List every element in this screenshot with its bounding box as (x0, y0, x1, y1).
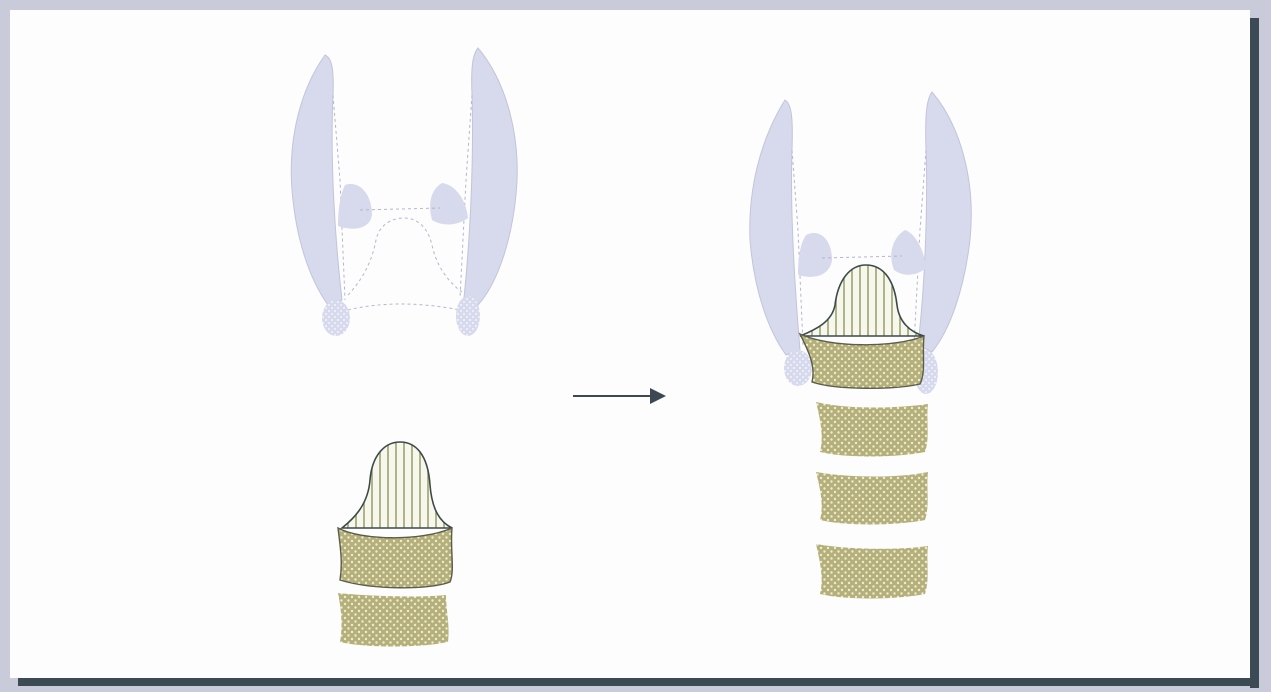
tracheal-flap-before (342, 442, 452, 528)
arytenoid-right (430, 183, 468, 224)
right-arrow-icon (573, 388, 666, 404)
tracheal-ring-after-2 (816, 402, 928, 457)
thyroid-lamina-right (464, 48, 517, 305)
tracheal-ring-before-2 (338, 593, 449, 647)
tracheal-ring-after-1 (800, 334, 924, 388)
inferior-horn-left (322, 300, 350, 336)
inferior-horn-right (456, 296, 480, 336)
tracheal-ring-before-1 (338, 528, 452, 588)
inferior-horn-left-after (784, 350, 812, 386)
thyroid-lamina-left (291, 55, 342, 305)
trachea-inserted-after (800, 265, 928, 599)
cricoid-outline (348, 218, 462, 295)
larynx-before (291, 48, 517, 336)
thyroid-lamina-right-after (918, 92, 971, 352)
thyroid-lamina-left-after (750, 100, 800, 355)
arytenoid-right-after (891, 230, 926, 275)
arytenoid-left (338, 184, 372, 229)
tracheal-ring-after-3 (816, 472, 928, 525)
arytenoid-left-after (798, 233, 832, 277)
trachea-segment-before (338, 442, 452, 647)
tracheal-ring-after-4 (816, 544, 928, 599)
